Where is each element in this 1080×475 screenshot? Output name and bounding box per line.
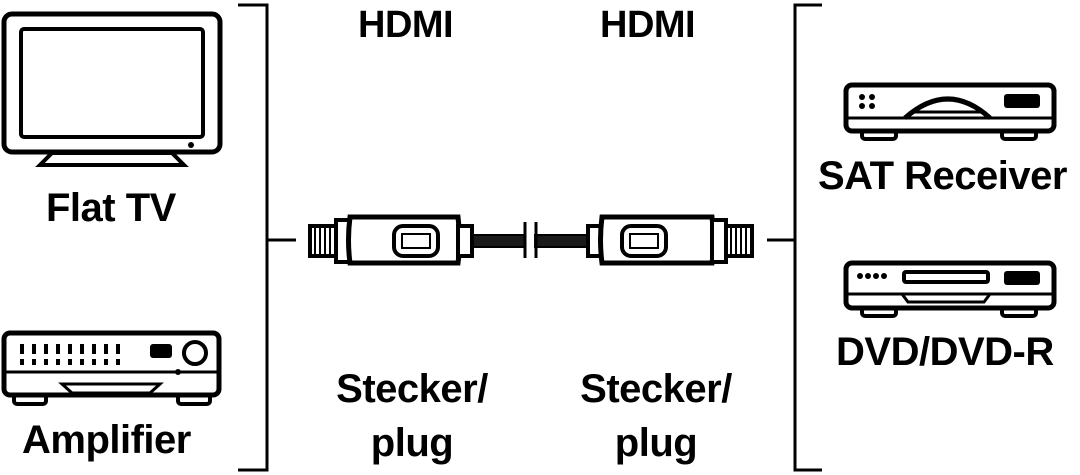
right-bracket bbox=[793, 3, 822, 472]
right-plug-line1: Stecker/ bbox=[580, 367, 732, 411]
sat-receiver-icon bbox=[843, 82, 1057, 141]
right-plug-line2: plug bbox=[614, 421, 698, 465]
amplifier-label: Amplifier bbox=[22, 418, 191, 462]
flat-tv-label: Flat TV bbox=[46, 186, 176, 230]
amplifier-icon bbox=[1, 330, 222, 406]
dvd-player-icon bbox=[843, 260, 1057, 318]
left-plug-line2: plug bbox=[370, 421, 454, 465]
flat-tv-icon bbox=[1, 11, 223, 167]
hdmi-cable-icon bbox=[308, 214, 754, 266]
right-connector-type: HDMI bbox=[600, 4, 696, 46]
right-plug-label: Stecker/ plug bbox=[556, 362, 756, 470]
left-plug-line1: Stecker/ bbox=[336, 367, 488, 411]
sat-receiver-label: SAT Receiver bbox=[818, 154, 1067, 198]
left-plug-label: Stecker/ plug bbox=[312, 362, 512, 470]
left-connector-type: HDMI bbox=[358, 4, 454, 46]
left-bracket bbox=[238, 3, 269, 472]
dvd-label: DVD/DVD-R bbox=[836, 330, 1054, 374]
